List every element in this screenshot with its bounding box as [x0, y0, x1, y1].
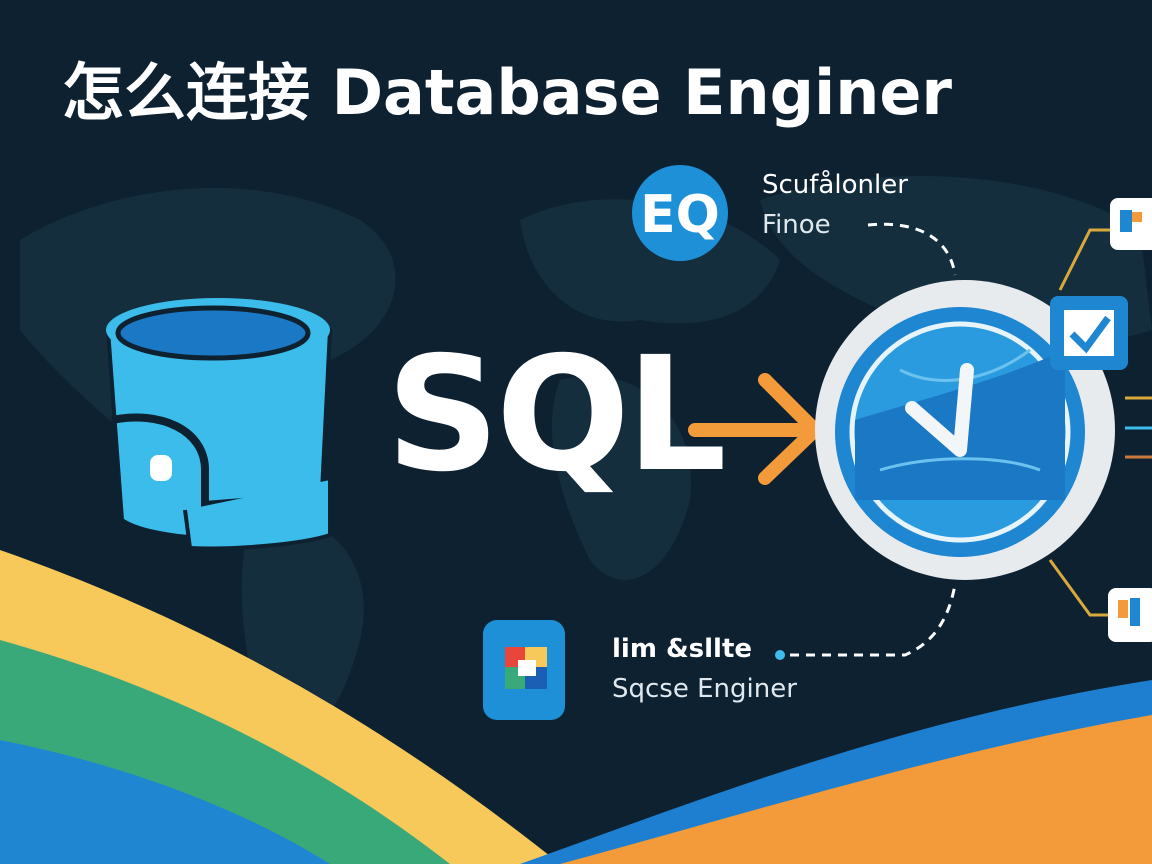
wave-blue-left — [0, 740, 330, 864]
page-title: 怎么连接 Database Enginer — [62, 56, 953, 129]
bottom-node-sublabel: Sqcse Enginer — [612, 674, 797, 704]
sql-text: SQL — [386, 323, 727, 507]
checkbox-icon — [1050, 296, 1128, 370]
connector-bottom — [790, 584, 957, 657]
svg-text:EQ: EQ — [640, 185, 720, 245]
top-node-label: Scufålonler — [762, 170, 908, 200]
connector-top — [867, 222, 957, 276]
top-node-sublabel: Finoe — [762, 210, 831, 240]
color-square-logo-icon — [483, 620, 565, 720]
right-connectors — [1048, 228, 1152, 617]
bottom-node-label: lim &sllte — [612, 634, 753, 664]
database-bucket-icon — [105, 298, 333, 551]
sq-logo-icon: EQ — [632, 165, 728, 261]
clock-globe-icon — [815, 280, 1115, 580]
wave-orange — [560, 715, 1152, 864]
puzzle-tile-icon — [1108, 588, 1152, 642]
chart-tile-icon — [1110, 198, 1152, 250]
